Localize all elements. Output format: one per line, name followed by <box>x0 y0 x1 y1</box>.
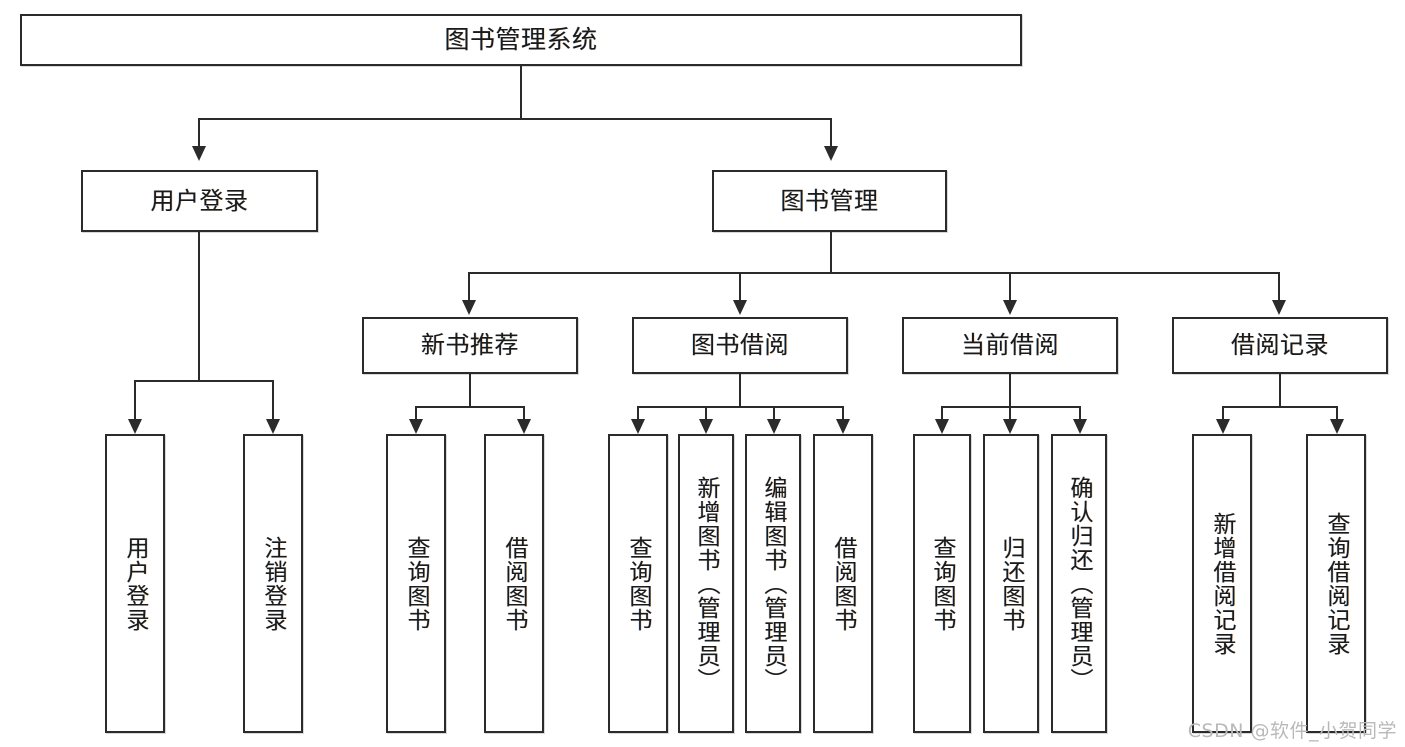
node-leaf-borrow-book-2[interactable]: 借阅图书 <box>813 434 873 733</box>
node-label: 当前借阅 <box>961 331 1059 360</box>
connector-borrow-record-right <box>1336 406 1338 419</box>
node-leaf-add-book[interactable]: 新增图书（管理员） <box>678 434 734 733</box>
connector-to-book-borrow <box>739 272 741 302</box>
node-label: 用户登录 <box>122 535 149 632</box>
connector-to-user-login <box>198 118 200 146</box>
node-leaf-add-borrow-record[interactable]: 新增借阅记录 <box>1192 434 1252 733</box>
connector-new-book-rec-stem <box>469 374 471 406</box>
connector-current-borrow-stem <box>1009 374 1011 406</box>
connector-borrow-record-left <box>1222 406 1224 419</box>
arrow-leaf-user-logout <box>266 419 280 434</box>
node-user-login[interactable]: 用户登录 <box>81 170 318 232</box>
node-leaf-borrow-book-1[interactable]: 借阅图书 <box>484 434 544 733</box>
node-leaf-return-book[interactable]: 归还图书 <box>983 434 1039 733</box>
connector-book-borrow-stem <box>739 374 741 406</box>
connector-level3-bus <box>468 272 1280 274</box>
connector-new-book-rec-right <box>523 406 525 419</box>
arrow-to-borrow-record <box>1272 300 1286 315</box>
arrow-leaf-edit-book <box>767 419 781 434</box>
node-label: 确认归还（管理员） <box>1066 475 1093 692</box>
connector-to-borrow-record <box>1278 272 1280 302</box>
node-current-borrow[interactable]: 当前借阅 <box>902 317 1118 374</box>
node-leaf-user-logout[interactable]: 注销登录 <box>243 434 303 733</box>
connector-current-borrow-bus <box>941 406 1081 408</box>
node-root-system[interactable]: 图书管理系统 <box>20 14 1022 66</box>
connector-borrow-record-stem <box>1279 374 1281 406</box>
connector-current-borrow-c3 <box>1079 406 1081 419</box>
connector-new-book-rec-left <box>415 406 417 419</box>
connector-to-current-borrow <box>1009 272 1011 302</box>
connector-level2-bus <box>198 118 832 120</box>
node-label: 借阅图书 <box>501 535 528 632</box>
node-label: 图书借阅 <box>691 331 789 360</box>
arrow-to-book-manage <box>824 146 838 161</box>
connector-book-manage-stem <box>830 232 832 272</box>
node-leaf-query-borrow-record[interactable]: 查询借阅记录 <box>1306 434 1366 733</box>
arrow-to-current-borrow <box>1003 300 1017 315</box>
node-label: 查询图书 <box>403 535 430 632</box>
node-label: 新书推荐 <box>421 331 519 360</box>
arrow-leaf-query-record <box>1330 419 1344 434</box>
connector-root-stem <box>520 66 522 118</box>
connector-new-book-rec-bus <box>415 406 525 408</box>
connector-book-borrow-c2 <box>705 406 707 419</box>
connector-book-borrow-c4 <box>842 406 844 419</box>
connector-borrow-record-bus <box>1222 406 1338 408</box>
node-leaf-confirm-return[interactable]: 确认归还（管理员） <box>1051 434 1107 733</box>
arrow-leaf-query-book-3 <box>935 419 949 434</box>
arrow-leaf-add-book <box>699 419 713 434</box>
arrow-leaf-confirm-return <box>1073 419 1087 434</box>
connector-to-book-manage <box>830 118 832 146</box>
arrow-to-new-book-rec <box>462 300 476 315</box>
connector-book-borrow-c1 <box>637 406 639 419</box>
node-label: 图书管理系统 <box>444 25 598 55</box>
node-leaf-query-book-2[interactable]: 查询图书 <box>608 434 668 733</box>
node-label: 借阅记录 <box>1231 331 1329 360</box>
node-label: 借阅图书 <box>830 535 857 632</box>
connector-current-borrow-c2 <box>1009 406 1011 419</box>
connector-current-borrow-c1 <box>941 406 943 419</box>
arrow-leaf-borrow-book-2 <box>836 419 850 434</box>
arrow-leaf-return-book <box>1003 419 1017 434</box>
connector-to-new-book-rec <box>468 272 470 302</box>
node-leaf-user-login[interactable]: 用户登录 <box>105 434 165 733</box>
arrow-leaf-query-book-1 <box>409 419 423 434</box>
node-label: 查询图书 <box>929 535 956 632</box>
arrow-leaf-user-login <box>128 419 142 434</box>
arrow-to-user-login <box>192 146 206 161</box>
connector-book-borrow-bus <box>637 406 844 408</box>
csdn-watermark: CSDN @软件_小贺同学 <box>1187 720 1397 742</box>
node-book-borrow[interactable]: 图书借阅 <box>632 317 848 374</box>
connector-user-login-stem <box>198 232 200 380</box>
node-leaf-query-book-1[interactable]: 查询图书 <box>386 434 446 733</box>
node-label: 查询借阅记录 <box>1323 511 1350 656</box>
node-label: 查询图书 <box>625 535 652 632</box>
node-leaf-edit-book[interactable]: 编辑图书（管理员） <box>745 434 801 733</box>
node-label: 注销登录 <box>260 535 287 632</box>
node-label: 图书管理 <box>780 186 879 215</box>
node-label: 新增借阅记录 <box>1209 511 1236 656</box>
arrow-leaf-query-book-2 <box>631 419 645 434</box>
connector-user-login-left <box>134 380 136 419</box>
node-label: 新增图书（管理员） <box>693 475 720 692</box>
connector-user-login-right <box>272 380 274 419</box>
connector-user-login-bus <box>134 380 274 382</box>
arrow-leaf-add-record <box>1216 419 1230 434</box>
arrow-to-book-borrow <box>733 300 747 315</box>
node-label: 编辑图书（管理员） <box>760 475 787 692</box>
node-book-manage[interactable]: 图书管理 <box>712 170 947 232</box>
node-label: 归还图书 <box>998 535 1025 632</box>
node-label: 用户登录 <box>150 186 249 215</box>
node-new-book-recommend[interactable]: 新书推荐 <box>362 317 578 374</box>
node-leaf-query-book-3[interactable]: 查询图书 <box>913 434 971 733</box>
node-borrow-record[interactable]: 借阅记录 <box>1172 317 1388 374</box>
arrow-leaf-borrow-book-1 <box>517 419 531 434</box>
connector-book-borrow-c3 <box>773 406 775 419</box>
